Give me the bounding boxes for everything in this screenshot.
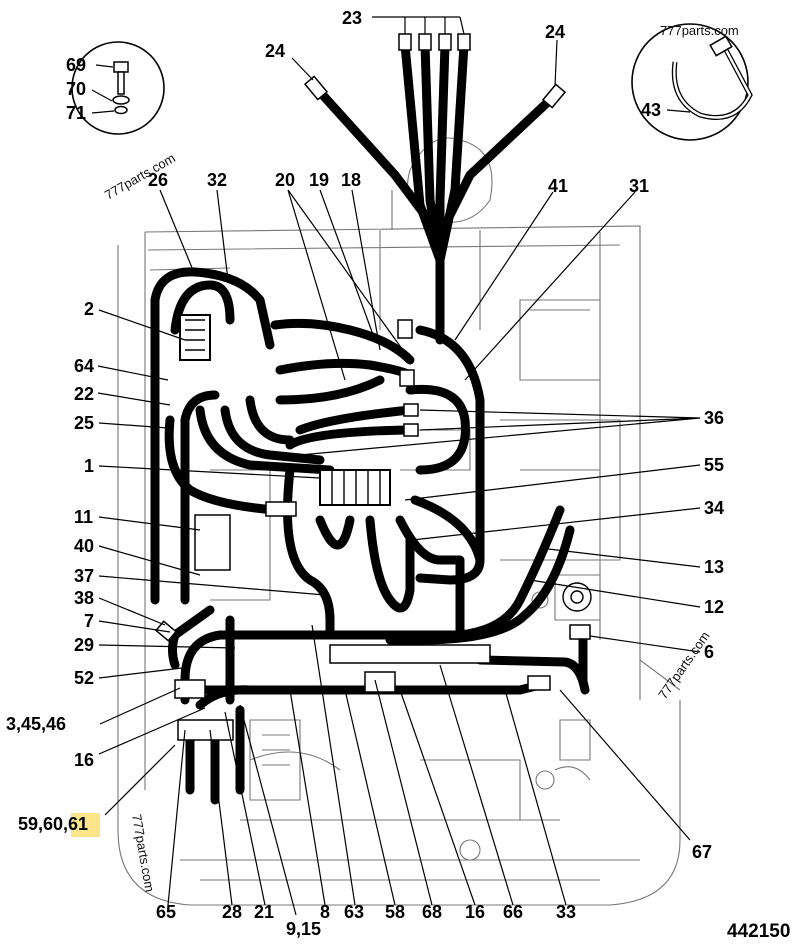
watermark-top-right: 777parts.com (660, 23, 739, 38)
callout-18: 18 (341, 170, 361, 190)
callout-24-left: 24 (265, 41, 285, 61)
callout-26: 26 (148, 170, 168, 190)
callout-64: 64 (74, 356, 94, 376)
callout-12: 12 (704, 597, 724, 617)
callout-70: 70 (66, 79, 86, 99)
callout-58: 58 (385, 902, 405, 922)
callout-43: 43 (641, 100, 661, 120)
callout-71: 71 (66, 103, 86, 123)
callout-22: 22 (74, 384, 94, 404)
callout-68: 68 (422, 902, 442, 922)
callout-19: 19 (309, 170, 329, 190)
callout-65: 65 (156, 902, 176, 922)
callout-29: 29 (74, 635, 94, 655)
callout-21: 21 (254, 902, 274, 922)
callout-2: 2 (84, 299, 94, 319)
callout-13: 13 (704, 557, 724, 577)
inset-bolt-washer (71, 41, 165, 135)
callout-31: 31 (629, 176, 649, 196)
callout-59-60-61: 59,60,61 (18, 814, 88, 834)
drawing-reference-number: 442150 (727, 921, 790, 942)
callout-7: 7 (84, 611, 94, 631)
callout-labels: 23 24 24 69 70 71 43 26 32 20 19 18 41 3… (6, 8, 724, 939)
control-valve-block (154, 314, 591, 741)
callout-16-bottom: 16 (465, 902, 485, 922)
callout-1: 1 (84, 456, 94, 476)
watermark-right: 777parts.com (655, 629, 712, 702)
callout-36: 36 (704, 408, 724, 428)
callout-41: 41 (548, 176, 568, 196)
callout-33: 33 (556, 902, 576, 922)
callout-38: 38 (74, 588, 94, 608)
callout-40: 40 (74, 536, 94, 556)
callout-28: 28 (222, 902, 242, 922)
callout-9-15: 9,15 (286, 919, 321, 939)
callout-66: 66 (503, 902, 523, 922)
callout-25: 25 (74, 413, 94, 433)
callout-55: 55 (704, 455, 724, 475)
callout-11: 11 (74, 507, 93, 527)
leader-lines (91, 16, 701, 916)
callout-6: 6 (704, 642, 714, 662)
top-hose-bundle (303, 33, 567, 345)
callout-37: 37 (74, 566, 94, 586)
callout-52: 52 (74, 668, 94, 688)
callout-24-right: 24 (545, 22, 565, 42)
callout-20: 20 (275, 170, 295, 190)
callout-32: 32 (207, 170, 227, 190)
callout-61-highlight (71, 813, 100, 837)
callout-69: 69 (66, 55, 86, 75)
callout-23: 23 (342, 8, 362, 28)
callout-3-45-46: 3,45,46 (6, 714, 66, 734)
inset-cable-tie (631, 23, 753, 141)
callout-8: 8 (320, 902, 330, 922)
callout-34: 34 (704, 498, 724, 518)
callout-16-left: 16 (74, 750, 94, 770)
callout-63: 63 (344, 902, 364, 922)
callout-67: 67 (692, 842, 712, 862)
